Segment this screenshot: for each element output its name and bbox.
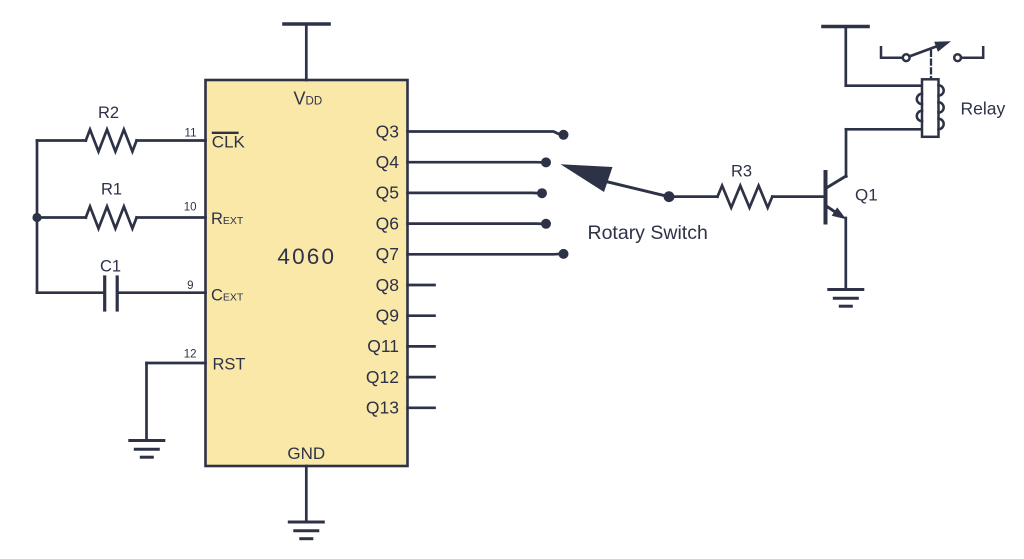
svg-text:Q13: Q13 <box>366 398 399 418</box>
svg-text:Q11: Q11 <box>367 336 399 356</box>
svg-text:10: 10 <box>184 202 197 214</box>
svg-text:R1: R1 <box>101 181 122 199</box>
svg-text:Q1: Q1 <box>855 186 878 205</box>
svg-text:R2: R2 <box>98 104 119 122</box>
svg-text:Q5: Q5 <box>376 183 399 203</box>
svg-text:CEXT: CEXT <box>211 286 244 304</box>
svg-text:Q6: Q6 <box>376 213 399 233</box>
svg-text:RST: RST <box>213 355 246 373</box>
svg-text:CLK: CLK <box>212 133 246 152</box>
svg-text:Q8: Q8 <box>376 275 399 295</box>
svg-text:REXT: REXT <box>211 210 244 228</box>
svg-text:11: 11 <box>185 128 197 140</box>
svg-text:GND: GND <box>287 444 325 463</box>
svg-text:9: 9 <box>187 280 193 292</box>
svg-text:C1: C1 <box>100 258 121 276</box>
svg-text:Q12: Q12 <box>366 367 399 387</box>
svg-text:Q7: Q7 <box>376 244 399 264</box>
svg-text:Q3: Q3 <box>376 121 399 141</box>
svg-text:Q4: Q4 <box>376 152 400 172</box>
svg-text:R3: R3 <box>731 163 752 181</box>
svg-text:Rotary Switch: Rotary Switch <box>588 222 708 244</box>
svg-text:4060: 4060 <box>277 244 336 269</box>
svg-text:Q9: Q9 <box>376 306 399 326</box>
svg-text:Relay: Relay <box>961 99 1006 119</box>
svg-text:12: 12 <box>184 349 197 361</box>
